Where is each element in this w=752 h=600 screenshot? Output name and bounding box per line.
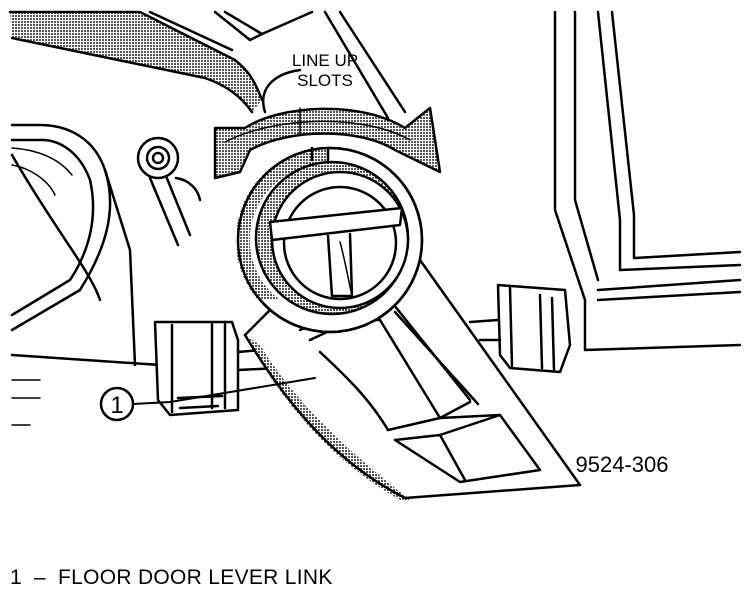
legend-text: FLOOR DOOR LEVER LINK <box>57 566 333 589</box>
right-link-bracket <box>468 283 572 374</box>
upper-frame <box>148 10 407 120</box>
rotation-arrow <box>213 106 442 180</box>
legend-number: 1 <box>10 566 22 589</box>
callout-leader <box>99 377 316 422</box>
floor-door-lever-link <box>153 320 322 417</box>
callout-number: 1 <box>110 392 123 419</box>
left-duct <box>10 123 162 426</box>
legend: 1–FLOOR DOOR LEVER LINK <box>10 566 333 590</box>
legend-dash: – <box>33 566 46 589</box>
upper-housing-shading <box>8 10 264 114</box>
annotation-line-up: LINE UP <box>292 51 358 70</box>
figure-id: 9524-306 <box>576 452 669 477</box>
bolt-nut <box>136 136 202 247</box>
annotation-slots: SLOTS <box>297 71 353 90</box>
lever-hub <box>235 146 424 334</box>
right-panel <box>553 10 742 352</box>
